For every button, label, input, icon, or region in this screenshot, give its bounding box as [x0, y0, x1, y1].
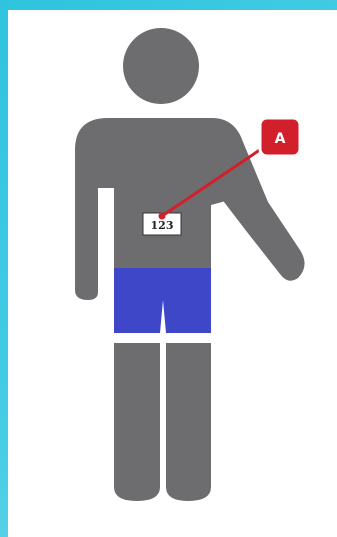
shorts [114, 268, 211, 333]
head [123, 28, 199, 104]
left-leg [114, 343, 160, 501]
marker-label: A [275, 131, 286, 147]
right-leg [166, 343, 211, 501]
bib-number: 123 [151, 219, 174, 232]
pointer-dot [159, 213, 166, 220]
